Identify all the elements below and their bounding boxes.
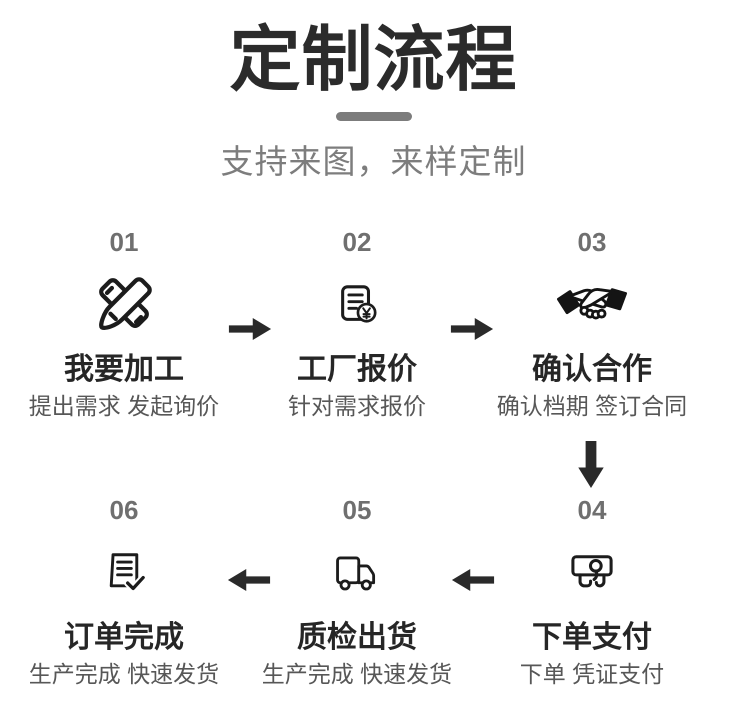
step-subtitle: 生产完成 快速发货: [261, 661, 453, 687]
step-03: 03 确认合作 确认档期 签订合同: [477, 228, 707, 419]
step-title: 订单完成: [64, 621, 184, 654]
pen-pencil-icon: [93, 272, 155, 338]
order-complete-icon: [103, 540, 145, 606]
page-title: 定制流程: [229, 21, 518, 100]
step-subtitle: 针对需求报价: [288, 393, 426, 419]
arrow-right-icon: [228, 318, 272, 340]
step-subtitle: 生产完成 快速发货: [28, 661, 220, 687]
step-title: 下单支付: [532, 621, 652, 654]
step-number: 04: [577, 495, 607, 525]
step-title: 工厂报价: [297, 353, 417, 386]
step-01: 01 我要加工 提出需求 发起询价: [9, 228, 239, 419]
arrow-left-icon: [451, 569, 495, 591]
step-04: 04 下单支付 下单 凭证支付: [477, 496, 707, 687]
step-02: 02 工厂报价 针对需求报价: [242, 228, 472, 419]
handshake-icon: [555, 272, 629, 338]
step-number: 01: [109, 227, 139, 257]
step-subtitle: 提出需求 发起询价: [28, 393, 220, 419]
page-subtitle: 支持来图，来样定制: [220, 143, 527, 181]
title-divider: [335, 112, 412, 122]
step-title: 确认合作: [532, 353, 652, 386]
step-number: 02: [342, 227, 372, 257]
payment-hand-icon: [569, 540, 615, 606]
arrow-right-icon: [450, 318, 494, 340]
arrow-down-icon: [578, 441, 604, 488]
step-subtitle: 下单 凭证支付: [519, 661, 665, 687]
arrow-left-icon: [227, 569, 271, 591]
step-title: 我要加工: [64, 353, 184, 386]
step-number: 06: [109, 495, 139, 525]
step-number: 03: [577, 227, 607, 257]
step-06: 06 订单完成 生产完成 快速发货: [9, 496, 239, 687]
step-number: 05: [342, 495, 372, 525]
step-subtitle: 确认档期 签订合同: [496, 393, 688, 419]
header: 定制流程 支持来图，来样定制: [0, 0, 747, 183]
step-05: 05 质检出货 生产完成 快速发货: [242, 496, 472, 687]
step-title: 质检出货: [297, 621, 417, 654]
quote-document-icon: [334, 272, 380, 338]
delivery-truck-icon: [334, 540, 380, 606]
